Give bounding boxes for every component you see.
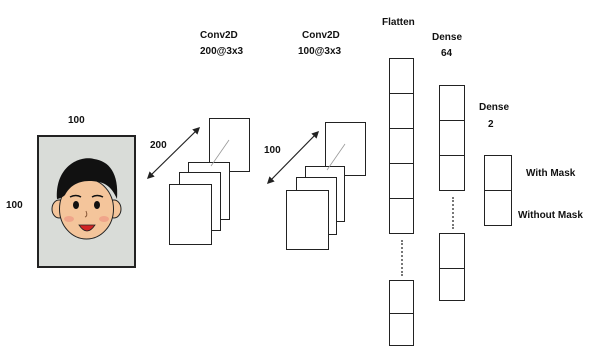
conv1-filter-line [211, 140, 229, 166]
conv2-depth-arrow [268, 132, 318, 183]
conv2-filter-line [327, 144, 345, 170]
conv1-depth-arrow [148, 128, 199, 178]
